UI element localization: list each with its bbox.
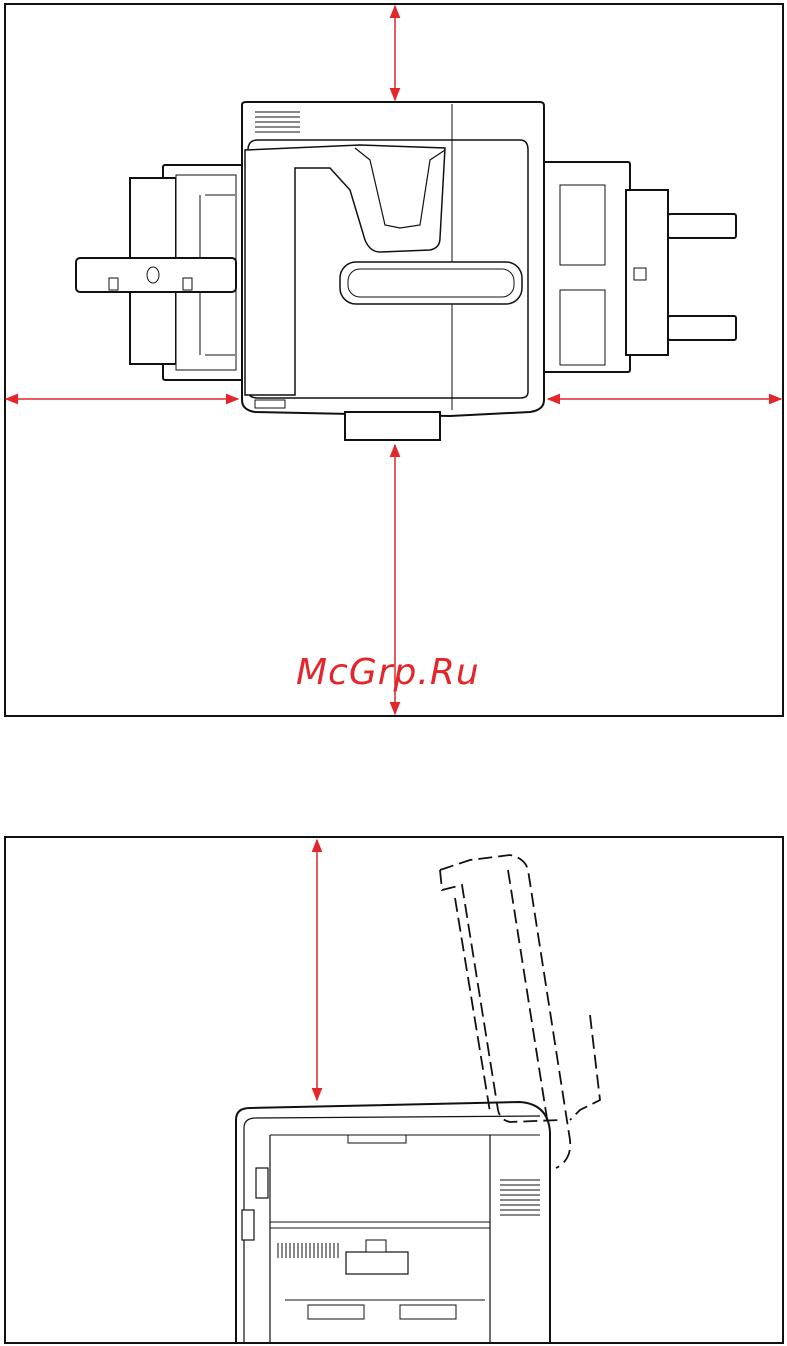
main-body xyxy=(242,102,544,440)
left-tray xyxy=(76,165,243,380)
watermark-text: McGrp.Ru xyxy=(296,652,480,693)
printer-top-view xyxy=(76,102,736,440)
printer-side-view xyxy=(236,1102,550,1342)
right-unit xyxy=(540,162,736,372)
